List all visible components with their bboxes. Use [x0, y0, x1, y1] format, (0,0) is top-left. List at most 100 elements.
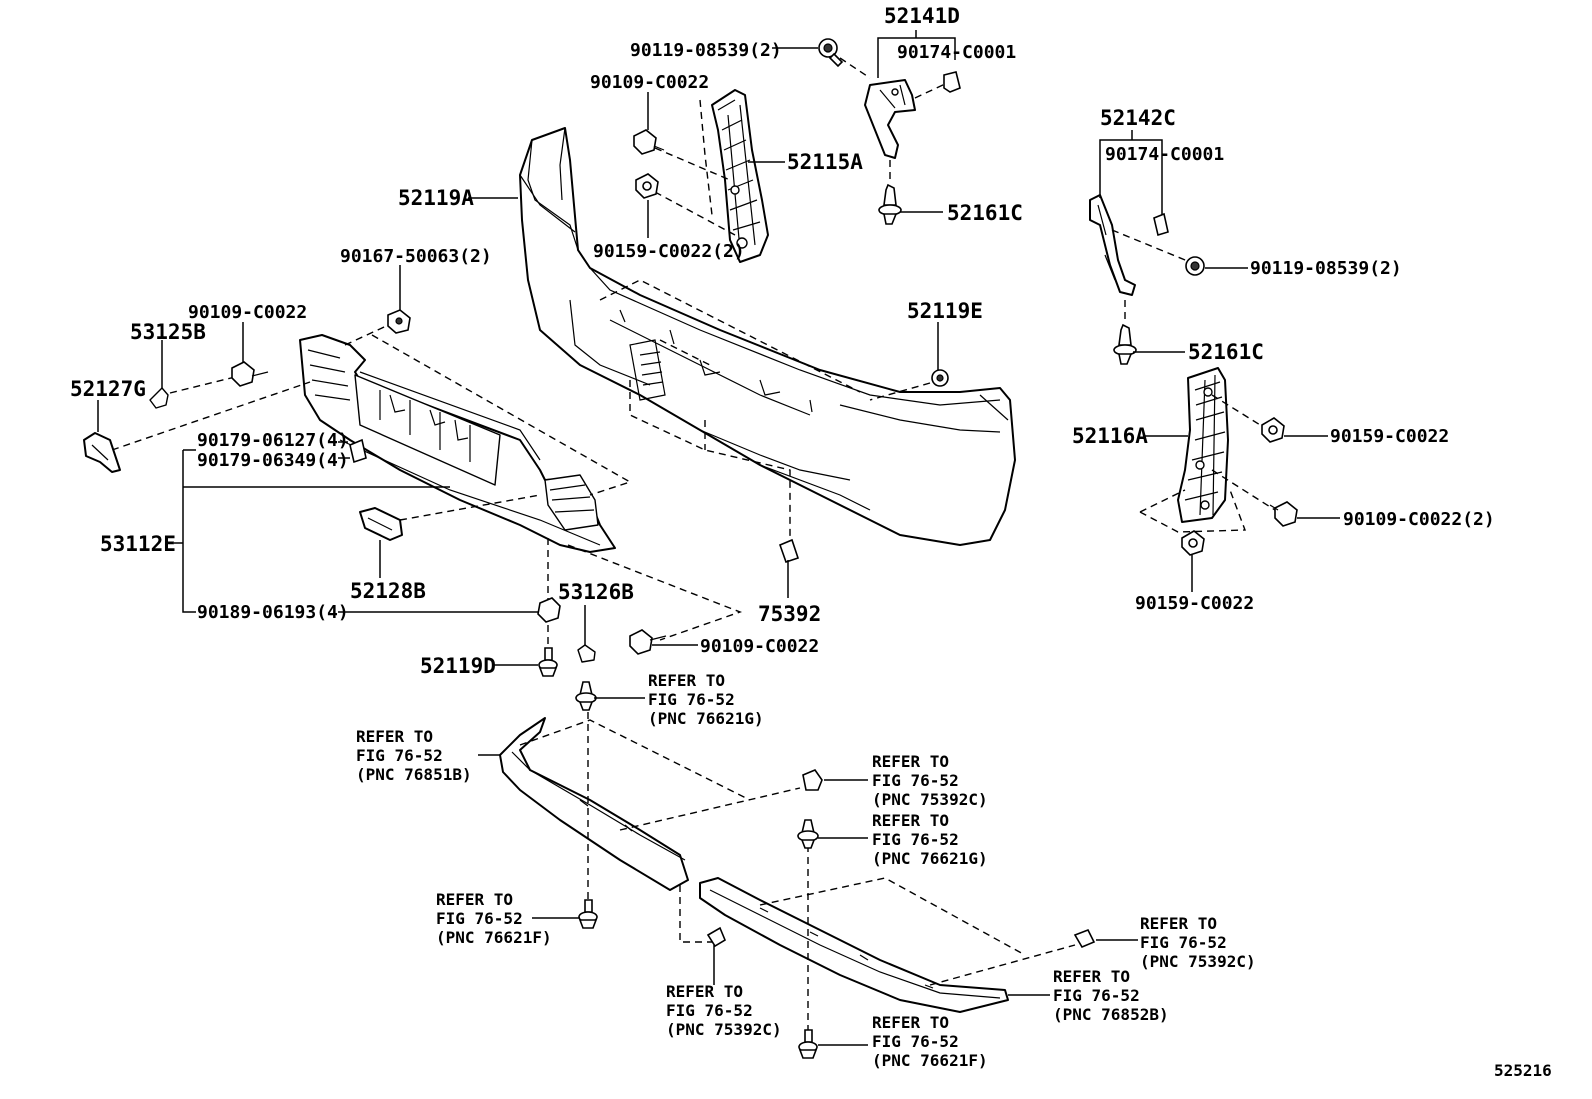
bracket-52141d — [864, 79, 916, 159]
label-52119d: 52119D — [420, 654, 496, 678]
grille-53112e — [299, 334, 616, 553]
refer-callout-2: REFER TO FIG 76-52 (PNC 76851B) — [356, 727, 472, 784]
label-52119e: 52119E — [907, 299, 983, 323]
svg-text:FIG 76-52: FIG 76-52 — [648, 690, 735, 709]
label-52127g: 52127G — [70, 377, 146, 401]
svg-text:REFER TO: REFER TO — [1140, 914, 1217, 933]
svg-text:FIG 76-52: FIG 76-52 — [872, 771, 959, 790]
nut-90159-r3 — [1181, 530, 1205, 556]
clip-75392c-right — [1073, 928, 1096, 949]
lower-spoiler-right — [699, 877, 1009, 1013]
clip-75392c-lower — [706, 926, 727, 948]
label-90159-r3: 90159-C0022 — [1135, 593, 1254, 614]
part-52127g — [83, 432, 121, 473]
nut-90159-r1 — [1261, 417, 1285, 443]
label-90174-top: 90174-C0001 — [897, 42, 1016, 63]
svg-text:FIG 76-52: FIG 76-52 — [356, 746, 443, 765]
label-90109-mid: 90109-C0022 — [700, 636, 819, 657]
clip-90179 — [349, 438, 367, 464]
label-53112e: 53112E — [100, 532, 176, 556]
refer-callout-7: REFER TO FIG 76-52 (PNC 76852B) — [1053, 967, 1169, 1024]
svg-text:(PNC 76621F): (PNC 76621F) — [872, 1051, 988, 1070]
screw-90109-r2 — [1269, 501, 1298, 527]
bracket-52116a — [1177, 367, 1229, 523]
lower-spoiler-left — [499, 717, 689, 891]
bracket-52142c — [1089, 194, 1136, 296]
svg-text:(PNC 76621G): (PNC 76621G) — [648, 709, 764, 728]
label-52161c-right: 52161C — [1188, 340, 1264, 364]
clip-76621g-top — [575, 681, 597, 711]
label-52115a: 52115A — [787, 150, 863, 174]
label-90109-left: 90109-C0022 — [188, 302, 307, 323]
label-90167: 90167-50063(2) — [340, 246, 492, 267]
svg-text:FIG 76-52: FIG 76-52 — [666, 1001, 753, 1020]
label-90159-r1: 90159-C0022 — [1330, 426, 1449, 447]
label-90119-top: 90119-08539(2) — [630, 40, 782, 61]
refer-callout-3: REFER TO FIG 76-52 (PNC 75392C) — [872, 752, 988, 809]
refer-callout-8: REFER TO FIG 76-52 (PNC 75392C) — [1140, 914, 1256, 971]
label-52161c-top: 52161C — [947, 201, 1023, 225]
refer-callout-1: REFER TO FIG 76-52 (PNC 76621G) — [648, 671, 764, 728]
bolt-90119-right — [1185, 256, 1205, 276]
label-90119-right: 90119-08539(2) — [1250, 258, 1402, 279]
svg-text:FIG 76-52: FIG 76-52 — [436, 909, 523, 928]
refer-callout-6: REFER TO FIG 76-52 (PNC 75392C) — [666, 982, 782, 1039]
label-52116a: 52116A — [1072, 424, 1148, 448]
screw-90109-left — [231, 361, 269, 387]
svg-text:FIG 76-52: FIG 76-52 — [872, 1032, 959, 1051]
bracket-52115a — [711, 89, 769, 263]
clip-90174-right — [1153, 212, 1169, 237]
clip-76621g-mid — [797, 819, 819, 849]
label-90109-top: 90109-C0022 — [590, 72, 709, 93]
svg-text:REFER TO: REFER TO — [872, 811, 949, 830]
part-52128b — [359, 507, 403, 541]
svg-text:(PNC 75392C): (PNC 75392C) — [666, 1020, 782, 1039]
refer-callout-9: REFER TO FIG 76-52 (PNC 76621F) — [872, 1013, 988, 1070]
part-53125b — [149, 387, 169, 409]
part-53126b — [577, 644, 596, 663]
clip-75392c-upper — [802, 769, 823, 791]
label-90179-a: 90179-06127(4) — [197, 430, 349, 451]
label-52128b: 52128B — [350, 579, 426, 603]
svg-text:FIG 76-52: FIG 76-52 — [872, 830, 959, 849]
svg-text:REFER TO: REFER TO — [1053, 967, 1130, 986]
label-90179-b: 90179-06349(4) — [197, 450, 349, 471]
clip-52161c-top — [878, 183, 902, 225]
bolt-52119d — [538, 647, 558, 677]
nut-90189 — [537, 597, 561, 623]
label-52142c: 52142C — [1100, 106, 1176, 130]
label-53125b: 53125B — [130, 320, 206, 344]
svg-text:REFER TO: REFER TO — [666, 982, 743, 1001]
label-75392: 75392 — [758, 602, 821, 626]
screw-76621f-right — [798, 1029, 818, 1059]
screw-76621f-left — [578, 899, 598, 929]
label-53126b: 53126B — [558, 580, 634, 604]
label-90109-r2: 90109-C0022(2) — [1343, 509, 1495, 530]
svg-text:(PNC 76851B): (PNC 76851B) — [356, 765, 472, 784]
refer-callout-5: REFER TO FIG 76-52 (PNC 76621F) — [436, 890, 552, 947]
label-90189: 90189-06193(4) — [197, 602, 349, 623]
svg-text:(PNC 75392C): (PNC 75392C) — [872, 790, 988, 809]
diagram-id: 525216 — [1494, 1061, 1552, 1080]
svg-text:REFER TO: REFER TO — [436, 890, 513, 909]
nut-90159-top — [635, 173, 659, 199]
label-52119a: 52119A — [398, 186, 474, 210]
bolt-52119e — [931, 369, 949, 387]
svg-text:(PNC 76621G): (PNC 76621G) — [872, 849, 988, 868]
svg-text:REFER TO: REFER TO — [356, 727, 433, 746]
svg-text:(PNC 76621F): (PNC 76621F) — [436, 928, 552, 947]
clip-52161c-right — [1113, 323, 1137, 365]
svg-text:REFER TO: REFER TO — [872, 752, 949, 771]
screw-90109-mid — [629, 629, 667, 655]
bumper-cover — [519, 127, 1016, 546]
bolt-90119-top — [818, 38, 844, 68]
svg-text:(PNC 75392C): (PNC 75392C) — [1140, 952, 1256, 971]
clip-90167 — [387, 309, 411, 334]
label-90159-top: 90159-C0022(2) — [593, 241, 745, 262]
clip-75392 — [778, 538, 800, 564]
svg-text:(PNC 76852B): (PNC 76852B) — [1053, 1005, 1169, 1024]
svg-text:FIG 76-52: FIG 76-52 — [1053, 986, 1140, 1005]
screw-90109-top — [633, 129, 665, 155]
svg-text:REFER TO: REFER TO — [872, 1013, 949, 1032]
